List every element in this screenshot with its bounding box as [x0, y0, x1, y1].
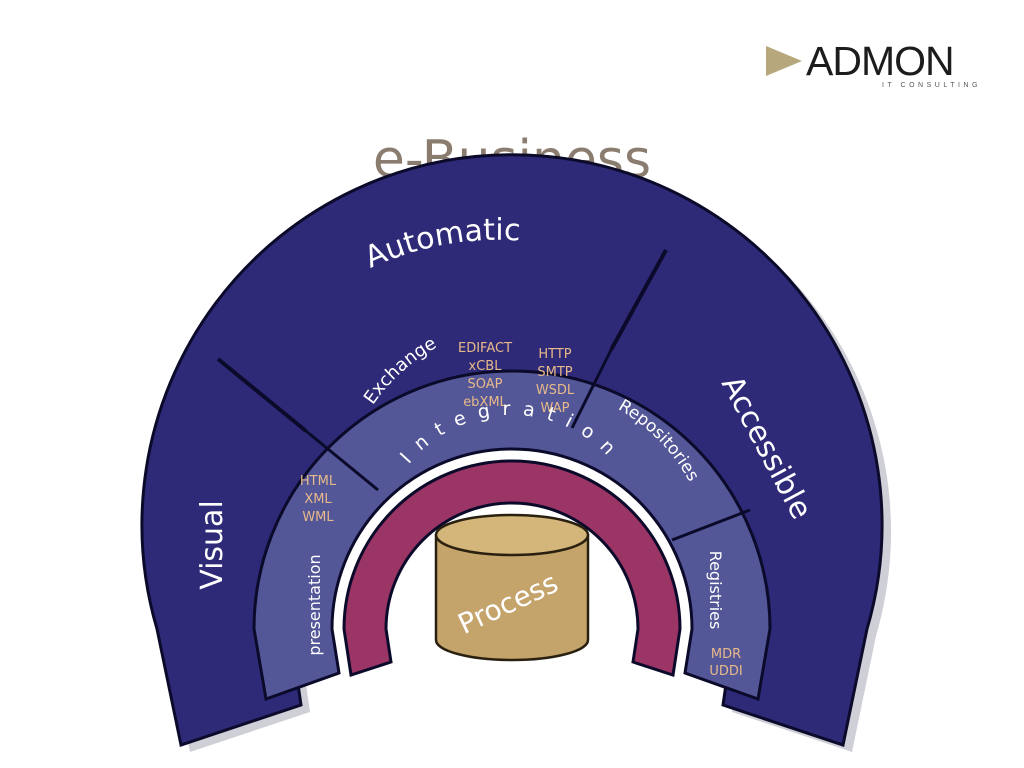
- label-presentation: presentation: [305, 554, 324, 655]
- process-cylinder: [434, 513, 590, 662]
- label-registries: Registries: [706, 551, 725, 630]
- exchange-item: EDIFACT: [458, 341, 512, 356]
- exchange-item: SOAP: [468, 377, 503, 392]
- middle-divider: [305, 429, 379, 492]
- logo-name: ADMON: [806, 38, 955, 84]
- exchange-item: WSDL: [536, 383, 575, 398]
- exchange-item: SMTP: [537, 365, 572, 380]
- exchange-item: ebXML: [463, 395, 507, 410]
- integration-band: [342, 459, 682, 677]
- presentation-item: WML: [302, 510, 334, 525]
- middle-divider: [671, 508, 751, 542]
- middle-band: [252, 369, 772, 702]
- logo-arrow-icon: [766, 46, 802, 76]
- exchange-item: xCBL: [469, 359, 503, 374]
- registries-item: MDR: [711, 647, 741, 662]
- exchange-item: HTTP: [538, 347, 571, 362]
- label-visual: Visual: [195, 500, 230, 590]
- middle-divider: [570, 349, 613, 429]
- outer-divider: [216, 357, 308, 433]
- presentation-item: HTML: [300, 474, 337, 489]
- exchange-item: WAP: [541, 401, 570, 416]
- logo-tagline: IT CONSULTING: [882, 82, 981, 89]
- registries-item: UDDI: [709, 664, 742, 679]
- admon-logo: ADMON IT CONSULTING: [766, 38, 981, 96]
- presentation-item: XML: [304, 492, 332, 507]
- outer-divider: [609, 249, 668, 351]
